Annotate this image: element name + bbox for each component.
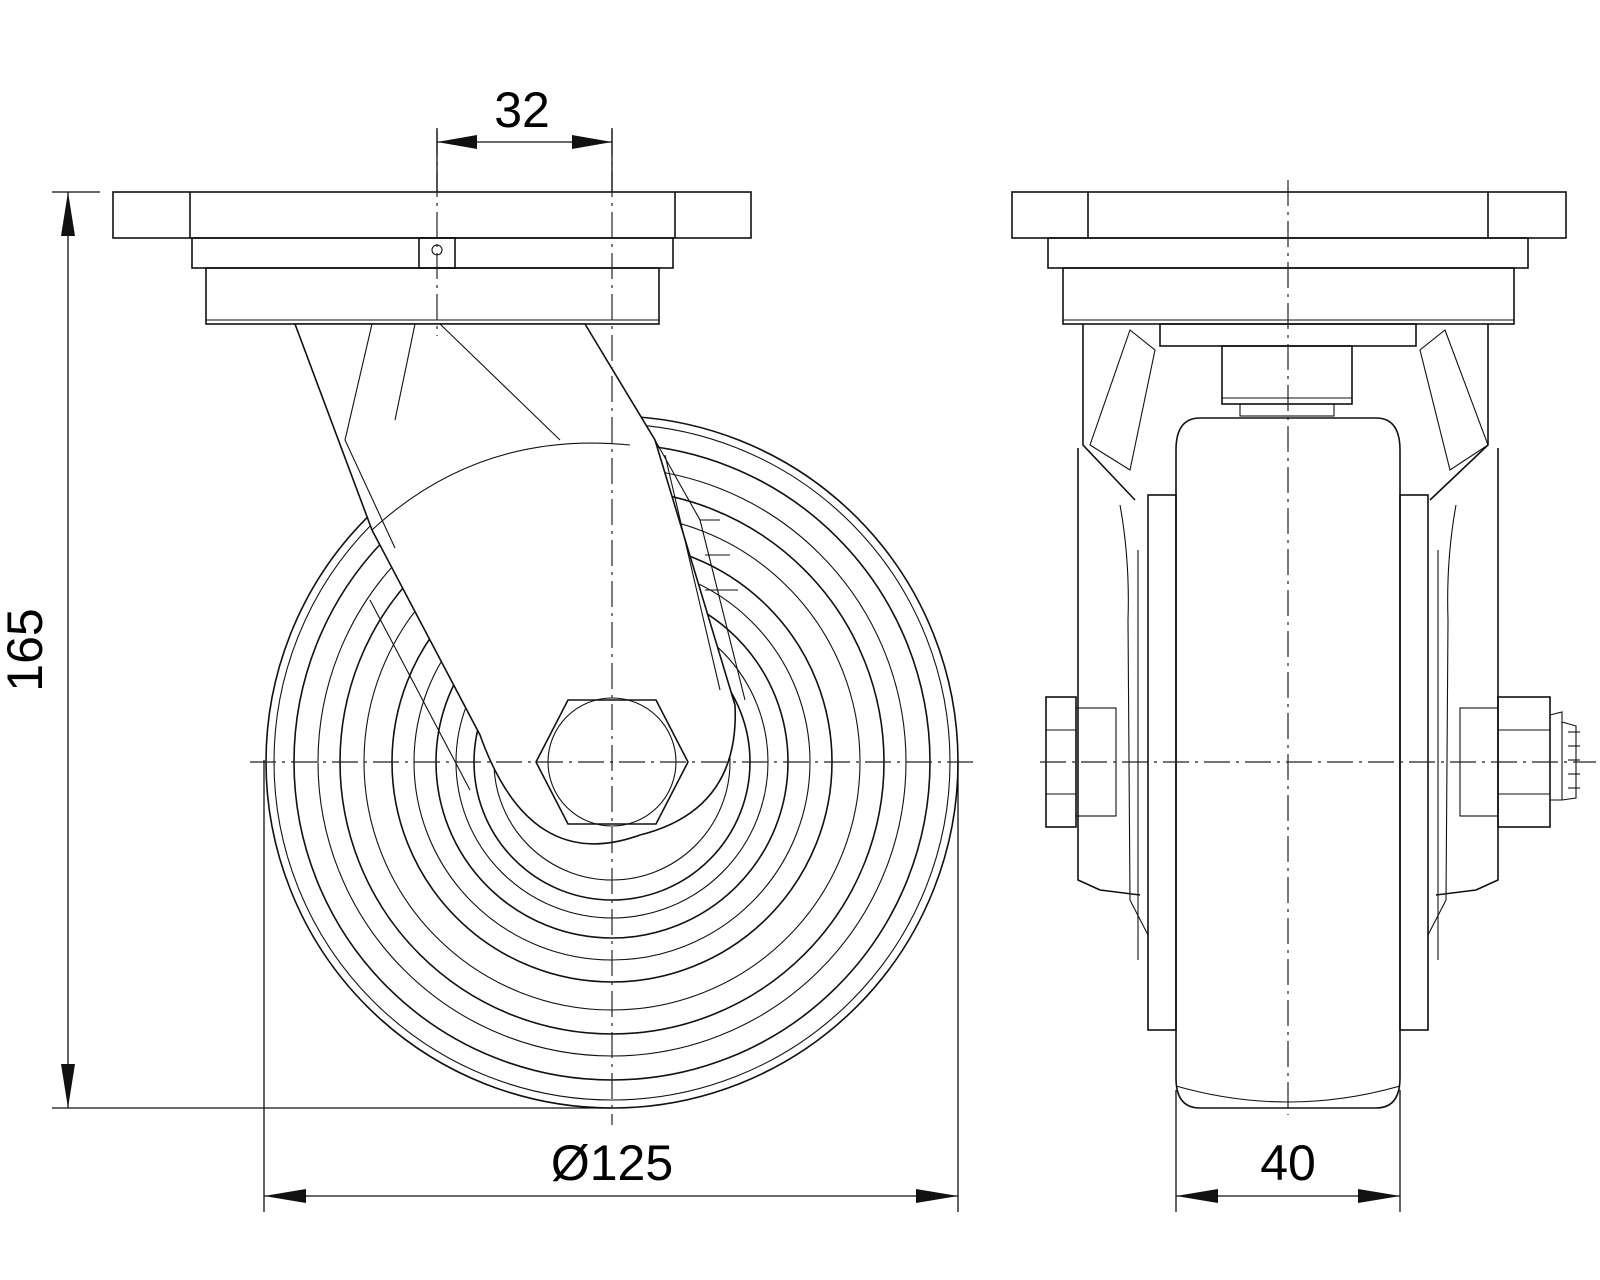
height-dimension-label: 165 [0,608,53,691]
dimension-offset: 32 [436,82,613,192]
dimension-wheel-width: 40 [1175,1090,1401,1212]
side-fork-legs [1077,448,1499,1030]
dimension-height: 165 [0,191,612,1109]
wheel-diameter-dimension-label: Ø125 [551,1135,673,1191]
offset-dimension-label: 32 [494,82,550,138]
dimension-wheel-diameter: Ø125 [263,760,959,1212]
front-top-plate [112,191,752,325]
side-top-plate [1011,191,1567,325]
wheel-width-dimension-label: 40 [1260,1135,1316,1191]
front-view [112,130,975,1125]
side-view [1011,180,1596,1115]
